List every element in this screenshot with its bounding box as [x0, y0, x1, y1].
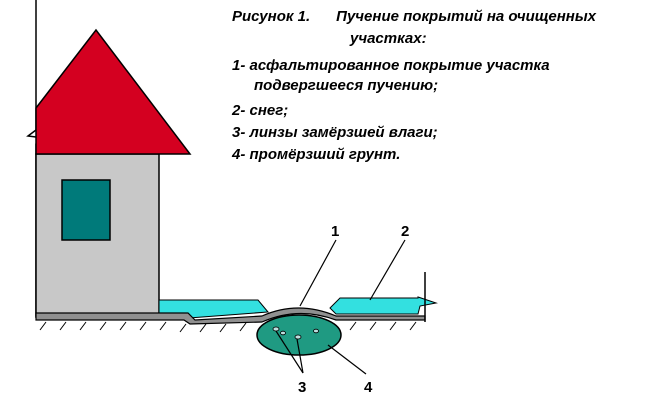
ice-lens — [294, 334, 302, 340]
label-2: 2 — [401, 223, 409, 240]
leader-line-3a — [275, 330, 304, 374]
legend-item-1: 1- асфальтированное покрытие участка — [232, 57, 550, 74]
figure-number: Рисунок 1. — [232, 8, 311, 25]
ice-lenses — [272, 326, 319, 340]
ice-lens — [313, 328, 319, 334]
legend-item-1-cont: подвергшееся пучению; — [254, 77, 439, 94]
house-window — [61, 179, 111, 241]
house-roof — [35, 28, 192, 155]
figure-title: Пучение покрытий на очищенных — [336, 8, 597, 25]
snow-right — [329, 296, 438, 315]
label-3: 3 — [298, 379, 306, 396]
ice-lens — [272, 326, 280, 332]
leader-line-1 — [299, 239, 337, 307]
legend-item-4: 4- промёрзший грунт. — [232, 146, 401, 163]
leader-line-2 — [369, 239, 406, 301]
legend-item-2: 2- снег; — [232, 102, 289, 119]
leader-line-3b — [296, 338, 304, 374]
legend-item-3: 3- линзы замёрзшей влаги; — [232, 124, 438, 141]
figure-caption-title: Рисунок 1. Пучение покрытий на очищенных — [232, 8, 596, 26]
label-1: 1 — [331, 223, 339, 240]
ice-lens — [280, 330, 286, 336]
figure-title-line2: участках: — [350, 30, 427, 47]
ground-hatching — [39, 321, 417, 333]
label-4: 4 — [364, 379, 373, 396]
leader-lines — [275, 239, 406, 375]
leader-line-4 — [327, 344, 367, 375]
